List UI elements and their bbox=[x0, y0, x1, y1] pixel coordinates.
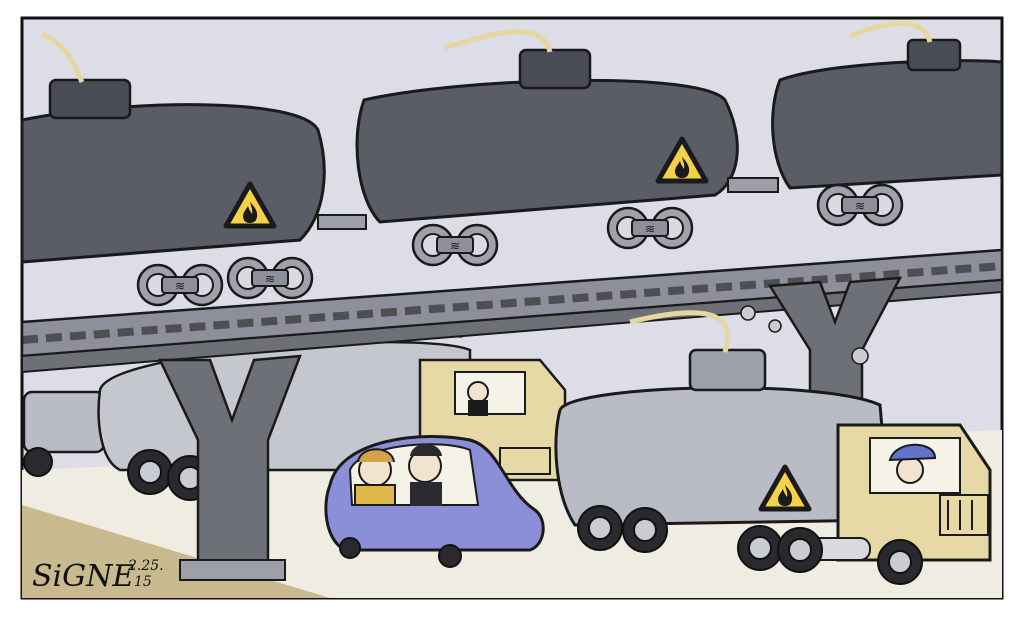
coupler bbox=[317, 214, 367, 230]
fuse-icon bbox=[40, 31, 85, 84]
coupler bbox=[727, 177, 779, 193]
signature-text: SiGNE bbox=[32, 559, 134, 594]
fuse-icon bbox=[444, 29, 553, 53]
signature-year: 15 bbox=[134, 574, 152, 590]
train-tank-car-2 bbox=[355, 29, 739, 267]
train-tank-car-3 bbox=[771, 21, 1004, 227]
bridge-pillar-left bbox=[158, 354, 302, 567]
signature-date: 2.25. bbox=[127, 558, 164, 574]
foreground-tanker-truck bbox=[554, 305, 992, 585]
artist-signature: SiGNE 2.25. 15 bbox=[32, 558, 164, 594]
fuse-icon bbox=[849, 21, 933, 43]
bridge-pillar-right bbox=[767, 276, 903, 422]
blue-car-with-couple bbox=[324, 434, 545, 568]
elevated-rail-bridge bbox=[20, 248, 1004, 581]
train-tank-car-1 bbox=[20, 31, 326, 307]
fuse-icon bbox=[629, 310, 731, 353]
